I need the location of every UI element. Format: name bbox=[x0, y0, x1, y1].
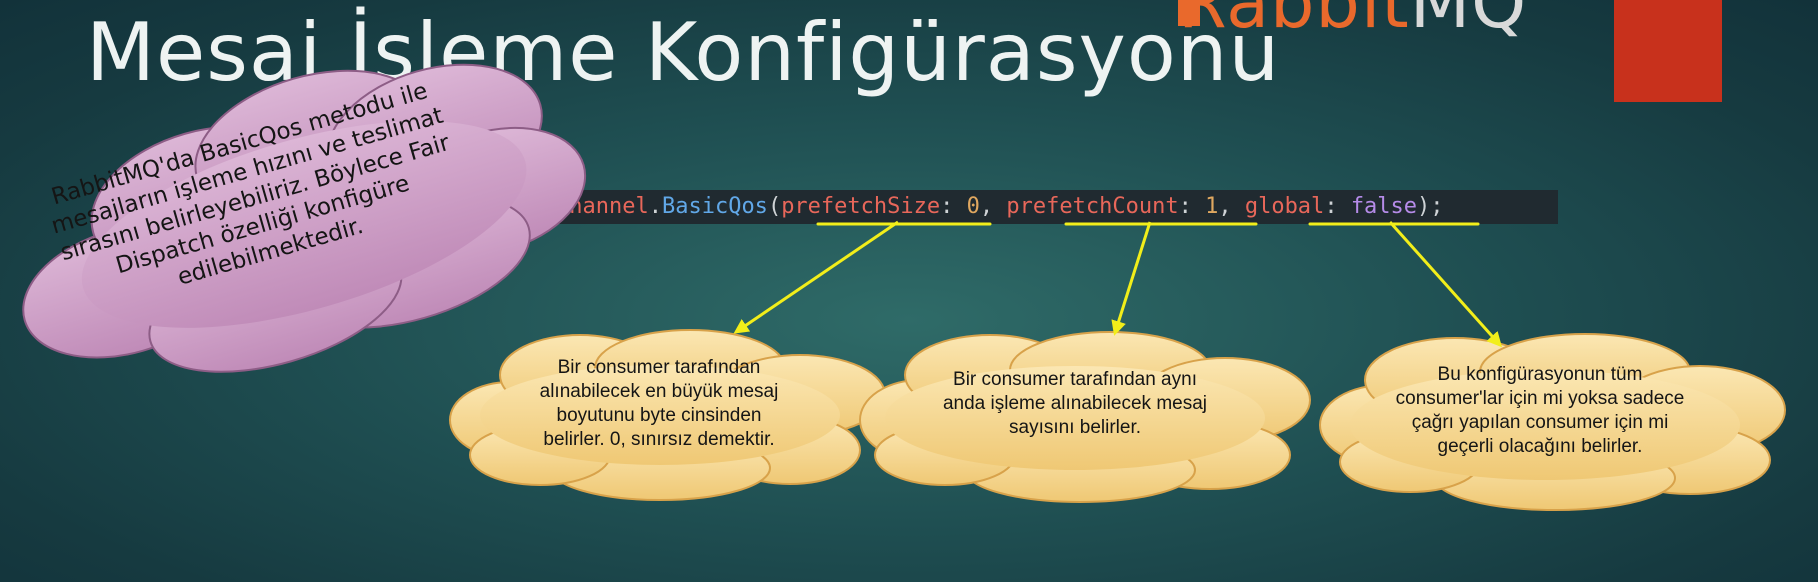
yellow-cloud-global bbox=[1319, 333, 1786, 511]
code-colon-2: : bbox=[1178, 194, 1206, 219]
rabbitmq-logo: RabbitMQ bbox=[1178, 0, 1527, 44]
code-snippet: channel.BasicQos(prefetchSize: 0, prefet… bbox=[548, 190, 1558, 224]
prefetch-count-callout-text: Bir consumer tarafından aynı anda işleme… bbox=[942, 369, 1208, 438]
code-method: BasicQos bbox=[661, 194, 768, 219]
code-open: ( bbox=[767, 194, 782, 219]
code-value-1: 1 bbox=[1205, 194, 1219, 219]
global-callout-text: Bu konfigürasyonun tüm consumer'lar için… bbox=[1395, 364, 1685, 457]
code-colon-3: : bbox=[1324, 194, 1351, 219]
code-sep-1: , bbox=[979, 194, 1007, 219]
code-close: ); bbox=[1417, 194, 1444, 219]
logo-text-mq: MQ bbox=[1409, 0, 1528, 44]
callout-arrows bbox=[733, 220, 1502, 348]
pink-cloud bbox=[22, 63, 587, 373]
logo-orange-block bbox=[1178, 0, 1200, 26]
yellow-cloud-prefetch-count bbox=[859, 331, 1311, 503]
logo-red-block bbox=[1614, 0, 1722, 102]
code-param-prefetch-size: prefetchSize bbox=[781, 194, 941, 219]
code-value-0: 0 bbox=[966, 194, 980, 219]
code-value-false: false bbox=[1350, 194, 1418, 219]
code-dot: . bbox=[648, 194, 662, 219]
code-colon-1: : bbox=[940, 194, 967, 219]
code-sep-2: , bbox=[1218, 194, 1245, 219]
code-param-global: global bbox=[1244, 194, 1325, 219]
yellow-cloud-prefetch-size bbox=[449, 329, 886, 501]
prefetch-size-callout-text: Bir consumer tarafından alınabilecek en … bbox=[539, 357, 779, 450]
logo-text-rabbit: Rabbit bbox=[1178, 0, 1410, 44]
code-param-prefetch-count: prefetchCount bbox=[1006, 194, 1179, 219]
